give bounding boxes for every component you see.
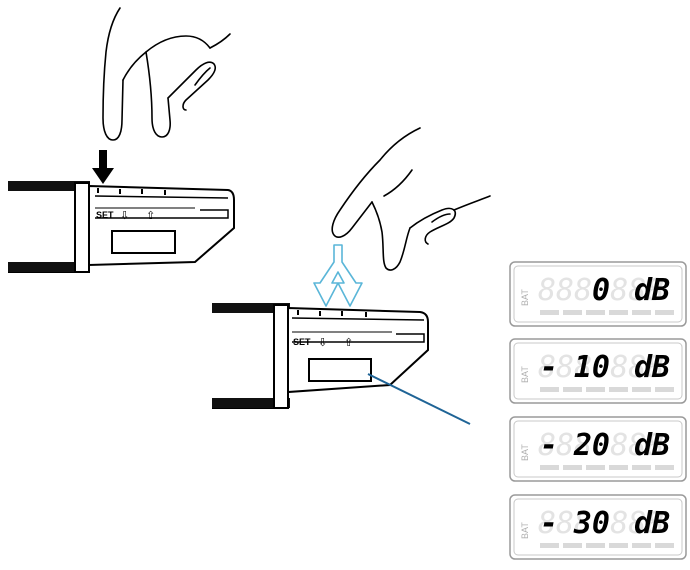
lcd-bar-segment xyxy=(655,465,674,470)
lcd-ghost-segments: 888 888 xyxy=(538,506,664,541)
lcd-display: BAT 888 888-10 dB xyxy=(509,338,687,404)
lcd-bar-segment xyxy=(655,310,674,315)
lcd-bar-segment xyxy=(655,387,674,392)
lcd-bar-segment xyxy=(586,465,605,470)
lcd-ghost-segments: 888 888 xyxy=(538,428,664,463)
lcd-value: 10 xyxy=(574,350,610,385)
lcd-bar-segment xyxy=(586,310,605,315)
lcd-unit: dB xyxy=(634,273,670,308)
lcd-ghost-segments: 888 888 xyxy=(538,350,664,385)
lcd-bar-segment xyxy=(655,543,674,548)
lcd-bar-segment xyxy=(540,465,559,470)
hand-press-icon xyxy=(102,7,231,141)
lcd-bar-segment xyxy=(609,543,628,548)
lcd-unit: dB xyxy=(634,350,670,385)
lcd-sign: - xyxy=(540,506,558,541)
down-label-2: ⇩ xyxy=(318,336,327,349)
down-label: ⇩ xyxy=(120,209,129,222)
lcd-bar-segment xyxy=(609,387,628,392)
lcd-bar-segment xyxy=(632,543,651,548)
lcd-value: 0 xyxy=(592,273,610,308)
lcd-bar-segment xyxy=(540,310,559,315)
lcd-bar-segment xyxy=(632,310,651,315)
up-label: ⇧ xyxy=(146,209,155,222)
lcd-unit: dB xyxy=(634,428,670,463)
lcd-ghost-segments: 888 888 xyxy=(538,273,664,308)
lcd-display: BAT 888 888-20 dB xyxy=(509,416,687,482)
transmitter-middle: SET ⇩ ⇧ xyxy=(212,303,429,409)
lcd-bar-segment xyxy=(609,465,628,470)
lcd-unit: dB xyxy=(634,506,670,541)
lcd-value: 30 xyxy=(573,506,610,541)
hand-tap-icon xyxy=(331,127,491,271)
lcd-bar-segment xyxy=(563,465,582,470)
leader-line xyxy=(367,373,471,425)
up-label-2: ⇧ xyxy=(344,336,353,349)
bat-label: BAT xyxy=(520,444,530,461)
lcd-bar-segment xyxy=(563,387,582,392)
lcd-bar-segment xyxy=(609,310,628,315)
double-arrow-icon xyxy=(313,244,363,307)
down-arrow-icon xyxy=(92,150,114,184)
bat-label: BAT xyxy=(520,289,530,306)
lcd-sign: - xyxy=(540,350,558,385)
transmitter-top: SET ⇩ ⇧ xyxy=(8,181,235,273)
lcd-bar-segment xyxy=(540,543,559,548)
lcd-bar-segment xyxy=(586,387,605,392)
lcd-bar-segment xyxy=(563,543,582,548)
lcd-bar-segment xyxy=(563,310,582,315)
lcd-display: BAT 888 888-30 dB xyxy=(509,494,687,560)
set-label: SET xyxy=(96,210,114,220)
set-label-2: SET xyxy=(293,337,311,347)
lcd-value: 20 xyxy=(573,428,610,463)
lcd-sign: - xyxy=(540,428,558,463)
lcd-bar-segment xyxy=(632,387,651,392)
bat-label: BAT xyxy=(520,522,530,539)
lcd-bar-segment xyxy=(586,543,605,548)
lcd-bar-segment xyxy=(632,465,651,470)
lcd-bar-segment xyxy=(540,387,559,392)
bat-label: BAT xyxy=(520,366,530,383)
